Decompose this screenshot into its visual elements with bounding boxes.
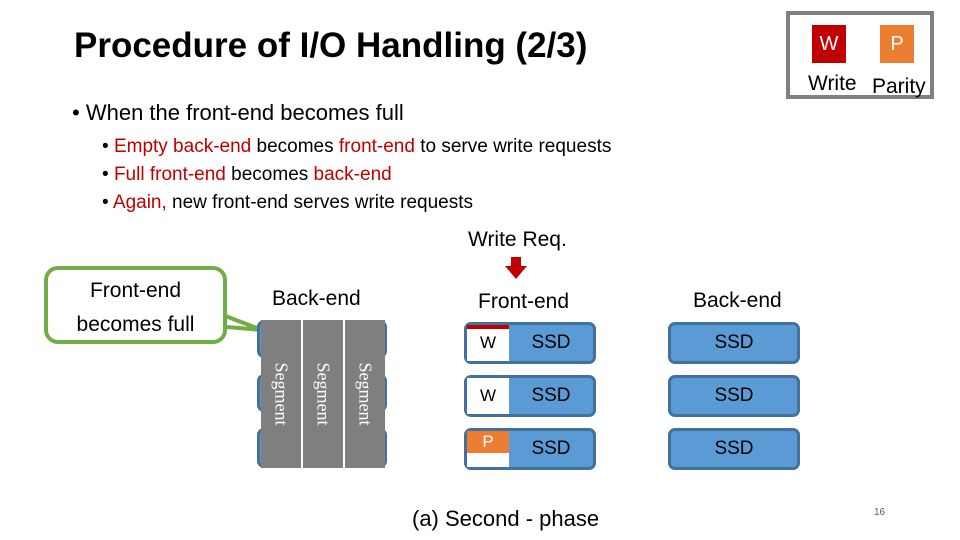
segment-divider [301,320,303,468]
sub-bullet-3-text: new front-end serves write requests [166,192,474,213]
sub-bullet-2-red-b: back-end [313,164,392,185]
sub-bullet-3: • Again, new front-end serves write requ… [102,192,474,213]
parity-mark: P [467,431,509,453]
write-request-label: Write Req. [468,228,567,251]
sub-bullet-2-mid: becomes [225,164,314,185]
write-arrow-shaft [511,257,521,266]
legend-parity-label: Parity [872,75,926,98]
callout-line-1: Front-end [89,279,182,302]
segment-label-1: Segment [271,362,292,426]
ssd-label: SSD [531,438,571,459]
legend-write-label: Write [808,72,857,95]
sub-bullet-1-red-a: Empty back-end [113,136,252,157]
legend-write-swatch: W [812,25,846,63]
ssd-label: SSD [714,385,754,406]
left-backend-label: Back-end [272,287,361,310]
segment-column-2: Segment [303,320,343,468]
main-bullet-text: When the front-end becomes full [85,100,404,125]
right-ssd-3: SSD [668,428,800,470]
down-arrow-icon [505,266,527,279]
write-mark-1: W [467,325,509,361]
callout-front-end-full: Front-end becomes full [44,266,227,344]
page-title: Procedure of I/O Handling (2/3) [74,26,588,65]
sub-bullet-1: • Empty back-end becomes front-end to se… [102,136,612,157]
right-backend-label: Back-end [693,289,782,312]
left-backend-segments: Segment Segment Segment [257,320,387,468]
write-fill-top [467,325,509,329]
legend-parity-swatch: P [880,25,914,63]
sub-bullet-1-rest: to serve write requests [414,136,612,157]
sub-bullet-1-mid: becomes [251,136,339,157]
figure-caption: (a) Second - phase [412,506,600,531]
ssd-label: SSD [531,385,571,406]
right-ssd-2: SSD [668,375,800,417]
ssd-label: SSD [714,332,754,353]
segment-divider [343,320,345,468]
ssd-label: SSD [714,438,754,459]
segment-label-3: Segment [355,362,376,426]
front-end-label: Front-end [478,290,570,313]
ssd-label: SSD [531,332,571,353]
sub-bullet-3-red: Again, [112,192,167,213]
page-number: 16 [874,507,886,518]
segment-label-2: Segment [313,362,334,426]
right-ssd-1: SSD [668,322,800,364]
segment-column-1: Segment [261,320,301,468]
segment-column-3: Segment [345,320,385,468]
sub-bullet-2: • Full front-end becomes back-end [102,164,392,185]
write-mark-2: W [467,378,509,414]
sub-bullet-2-red-a: Full front-end [113,164,226,185]
main-bullet: • When the front-end becomes full [72,100,404,125]
sub-bullet-1-red-b: front-end [338,136,415,157]
callout-line-2: becomes full [76,313,195,336]
